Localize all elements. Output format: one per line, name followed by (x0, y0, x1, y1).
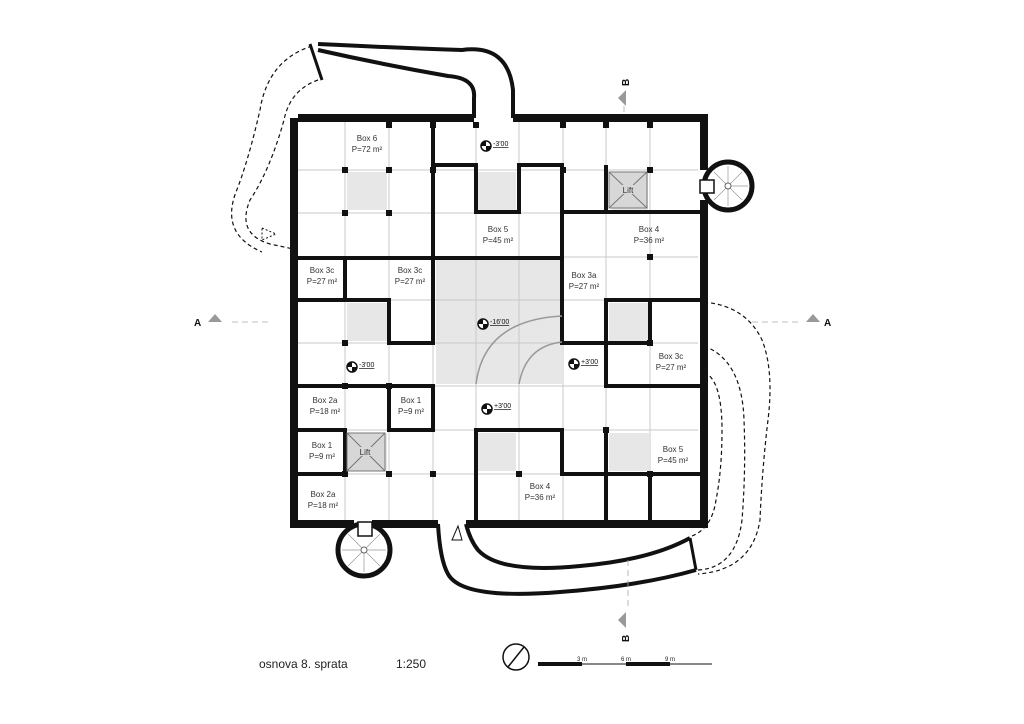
svg-text:Box 1: Box 1 (401, 396, 422, 405)
svg-text:6 m: 6 m (621, 657, 631, 663)
svg-text:Box 2a: Box 2a (311, 490, 336, 499)
svg-text:+3'00: +3'00 (581, 359, 598, 366)
svg-text:P=45 m²: P=45 m² (483, 236, 514, 245)
outer-walls (290, 114, 708, 528)
ramp-curves (475, 315, 563, 385)
room-box2a-bottom: Box 2a P=18 m² (308, 490, 339, 510)
level-marker: -3'00 (346, 361, 374, 373)
section-markers: A A B B (194, 79, 831, 642)
svg-text:P=36 m²: P=36 m² (525, 493, 556, 502)
stair-tower-east (699, 159, 755, 213)
svg-text:Box 4: Box 4 (530, 482, 551, 491)
svg-text:Box 3a: Box 3a (572, 271, 597, 280)
lift-label: Lift (360, 448, 371, 457)
svg-text:P=36 m²: P=36 m² (634, 236, 665, 245)
section-label-a-left: A (194, 318, 201, 329)
scale-bar: 3 m 6 m 9 m (538, 657, 712, 666)
room-labels: Box 6 P=72 m² Box 5 P=45 m² Box 4 P=36 m² B… (307, 134, 689, 510)
room-box1-left: Box 1 P=9 m² (309, 441, 335, 461)
ramp-north (231, 42, 515, 253)
level-marker: -3'00 (480, 140, 508, 152)
svg-text:-16'00: -16'00 (490, 319, 509, 326)
svg-text:P=9 m²: P=9 m² (398, 407, 424, 416)
svg-text:-3'00: -3'00 (359, 362, 374, 369)
level-marker: -16'00 (477, 318, 509, 330)
plan-title: osnova 8. sprata (259, 657, 348, 671)
room-box3a: Box 3a P=27 m² (569, 271, 600, 291)
room-box6-top: Box 6 P=72 m² (352, 134, 383, 154)
level-markers: -3'00 -16'00 -3'00 +3'00 +3'00 (346, 140, 598, 415)
svg-text:P=9 m²: P=9 m² (309, 452, 335, 461)
level-marker: +3'00 (481, 403, 511, 415)
svg-text:P=27 m²: P=27 m² (656, 363, 687, 372)
inner-walls (298, 122, 700, 520)
svg-text:9 m: 9 m (665, 657, 675, 663)
svg-text:P=27 m²: P=27 m² (569, 282, 600, 291)
svg-text:-3'00: -3'00 (493, 141, 508, 148)
room-box4-bottom: Box 4 P=36 m² (525, 482, 556, 502)
svg-text:Box 4: Box 4 (639, 225, 660, 234)
svg-text:Box 6: Box 6 (357, 134, 378, 143)
svg-text:P=18 m²: P=18 m² (308, 501, 339, 510)
svg-text:Box 3c: Box 3c (659, 352, 683, 361)
stair-tower-west (335, 521, 393, 579)
svg-text:Box 5: Box 5 (663, 445, 684, 454)
svg-text:Box 5: Box 5 (488, 225, 509, 234)
svg-text:P=18 m²: P=18 m² (310, 407, 341, 416)
ramp-south (436, 301, 771, 596)
svg-text:Box 1: Box 1 (312, 441, 333, 450)
section-label-b-bottom: B (621, 635, 632, 642)
room-box5-bottom: Box 5 P=45 m² (658, 445, 689, 465)
svg-text:3 m: 3 m (577, 657, 587, 663)
svg-text:Box 3c: Box 3c (310, 266, 334, 275)
svg-text:P=72 m²: P=72 m² (352, 145, 383, 154)
svg-text:P=27 m²: P=27 m² (307, 277, 338, 286)
section-lines (232, 106, 800, 610)
room-box4-top: Box 4 P=36 m² (634, 225, 665, 245)
lift-label: Lift (623, 186, 634, 195)
svg-text:P=45 m²: P=45 m² (658, 456, 689, 465)
level-marker: +3'00 (568, 358, 598, 370)
plan-scale: 1:250 (396, 657, 427, 671)
svg-text:P=27 m²: P=27 m² (395, 277, 426, 286)
room-box5-top: Box 5 P=45 m² (483, 225, 514, 245)
svg-text:Box 3c: Box 3c (398, 266, 422, 275)
section-label-b-top: B (621, 79, 632, 86)
section-label-a-right: A (824, 318, 831, 329)
room-box3c-left: Box 3c P=27 m² (307, 266, 338, 286)
room-box1-mid: Box 1 P=9 m² (398, 396, 424, 416)
room-box2a-top: Box 2a P=18 m² (310, 396, 341, 416)
room-box3c-mid: Box 3c P=27 m² (395, 266, 426, 286)
room-box3c-right: Box 3c P=27 m² (656, 352, 687, 372)
svg-text:+3'00: +3'00 (494, 403, 511, 410)
svg-text:Box 2a: Box 2a (313, 396, 338, 405)
north-arrow (502, 643, 530, 671)
